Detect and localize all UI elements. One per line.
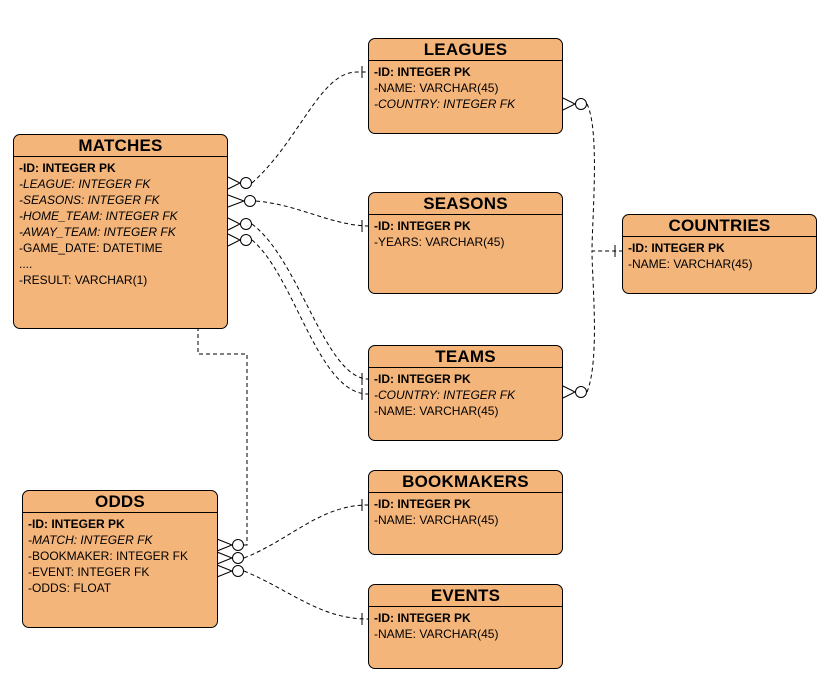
- field-list: -ID: INTEGER PK -NAME: VARCHAR(45): [369, 493, 562, 528]
- entity-title: TEAMS: [369, 346, 562, 368]
- many-marker-matches-away: [227, 233, 252, 247]
- many-marker-odds-bookmakers: [216, 551, 244, 565]
- entity-matches[interactable]: MATCHES -ID: INTEGER PK -LEAGUE: INTEGER …: [13, 134, 228, 329]
- entity-title: MATCHES: [14, 135, 227, 157]
- rel-line-matches-seasons: [255, 200, 369, 227]
- rel-line-odds-matches: [197, 162, 248, 546]
- rel-line-matches-leagues: [251, 71, 368, 184]
- field-list: -ID: INTEGER PK -NAME: VARCHAR(45): [623, 237, 816, 272]
- many-marker-matches-leagues: [227, 176, 252, 190]
- field-row: ....: [19, 257, 33, 271]
- rel-line-teams-countries: [586, 250, 595, 393]
- entity-title: EVENTS: [369, 585, 562, 607]
- field-list: -ID: INTEGER PK -YEARS: VARCHAR(45): [369, 215, 562, 250]
- field-list: -ID: INTEGER PK -COUNTRY: INTEGER FK -NAME…: [369, 368, 562, 419]
- field-list: -ID: INTEGER PK -MATCH: INTEGER FK -BOOKMA…: [23, 513, 217, 596]
- many-marker-odds-matches: [216, 538, 244, 552]
- rel-line-odds-events: [243, 570, 369, 620]
- field-row: -ID: INTEGER PK: [374, 65, 471, 79]
- field-row: -LEAGUE: INTEGER FK: [19, 177, 151, 191]
- field-row: -ID: INTEGER PK: [28, 517, 125, 531]
- field-row: -ID: INTEGER PK: [374, 611, 471, 625]
- field-row: -NAME: VARCHAR(45): [374, 627, 499, 641]
- field-row: -SEASONS: INTEGER FK: [19, 193, 160, 207]
- entity-teams[interactable]: TEAMS -ID: INTEGER PK -COUNTRY: INTEGER F…: [368, 345, 563, 441]
- entity-countries[interactable]: COUNTRIES -ID: INTEGER PK -NAME: VARCHAR(…: [622, 214, 817, 294]
- many-marker-leagues-countries: [562, 97, 587, 111]
- entity-odds[interactable]: ODDS -ID: INTEGER PK -MATCH: INTEGER FK -B…: [22, 490, 218, 628]
- field-row: -COUNTRY: INTEGER FK: [374, 97, 516, 111]
- rel-line-matches-teams-home: [251, 223, 369, 380]
- field-row: -ID: INTEGER PK: [374, 372, 471, 386]
- entity-events[interactable]: EVENTS -ID: INTEGER PK -NAME: VARCHAR(45): [368, 584, 563, 669]
- many-marker-matches-home: [227, 217, 252, 231]
- field-row: -NAME: VARCHAR(45): [628, 257, 753, 271]
- field-row: -ID: INTEGER PK: [374, 497, 471, 511]
- field-row: -ID: INTEGER PK: [374, 219, 471, 233]
- many-marker-matches-seasons: [227, 194, 256, 208]
- field-row: -ID: INTEGER PK: [628, 241, 725, 255]
- entity-title: COUNTRIES: [623, 215, 816, 237]
- rel-line-odds-bookmakers: [243, 504, 369, 559]
- entity-title: BOOKMAKERS: [369, 471, 562, 493]
- field-row: -EVENT: INTEGER FK: [28, 565, 150, 579]
- field-row: -NAME: VARCHAR(45): [374, 81, 499, 95]
- field-row: -COUNTRY: INTEGER FK: [374, 388, 516, 402]
- entity-leagues[interactable]: LEAGUES -ID: INTEGER PK -NAME: VARCHAR(45…: [368, 38, 563, 134]
- many-marker-odds-events: [216, 564, 244, 578]
- field-row: -BOOKMAKER: INTEGER FK: [28, 549, 189, 563]
- field-list: -ID: INTEGER PK -LEAGUE: INTEGER FK -SEASO…: [14, 157, 227, 288]
- entity-title: ODDS: [23, 491, 217, 513]
- entity-title: SEASONS: [369, 193, 562, 215]
- entity-seasons[interactable]: SEASONS -ID: INTEGER PK -YEARS: VARCHAR(4…: [368, 192, 563, 294]
- field-row: -ID: INTEGER PK: [19, 161, 116, 175]
- field-row: -ODDS: FLOAT: [28, 581, 112, 595]
- entity-bookmakers[interactable]: BOOKMAKERS -ID: INTEGER PK -NAME: VARCHAR…: [368, 470, 563, 555]
- many-marker-teams-countries: [562, 385, 587, 399]
- field-list: -ID: INTEGER PK -NAME: VARCHAR(45) -COUNTR…: [369, 61, 562, 112]
- field-row: -YEARS: VARCHAR(45): [374, 235, 505, 249]
- field-list: -ID: INTEGER PK -NAME: VARCHAR(45): [369, 607, 562, 642]
- field-row: -NAME: VARCHAR(45): [374, 513, 499, 527]
- field-row: -RESULT: VARCHAR(1): [19, 273, 148, 287]
- field-row: -HOME_TEAM: INTEGER FK: [19, 209, 178, 223]
- rel-line-leagues-countries: [586, 103, 622, 252]
- field-row: -MATCH: INTEGER FK: [28, 533, 153, 547]
- entity-title: LEAGUES: [369, 39, 562, 61]
- field-row: -GAME_DATE: DATETIME: [19, 241, 163, 255]
- field-row: -NAME: VARCHAR(45): [374, 404, 499, 418]
- field-row: -AWAY_TEAM: INTEGER FK: [19, 225, 176, 239]
- rel-line-matches-teams-away: [251, 239, 369, 395]
